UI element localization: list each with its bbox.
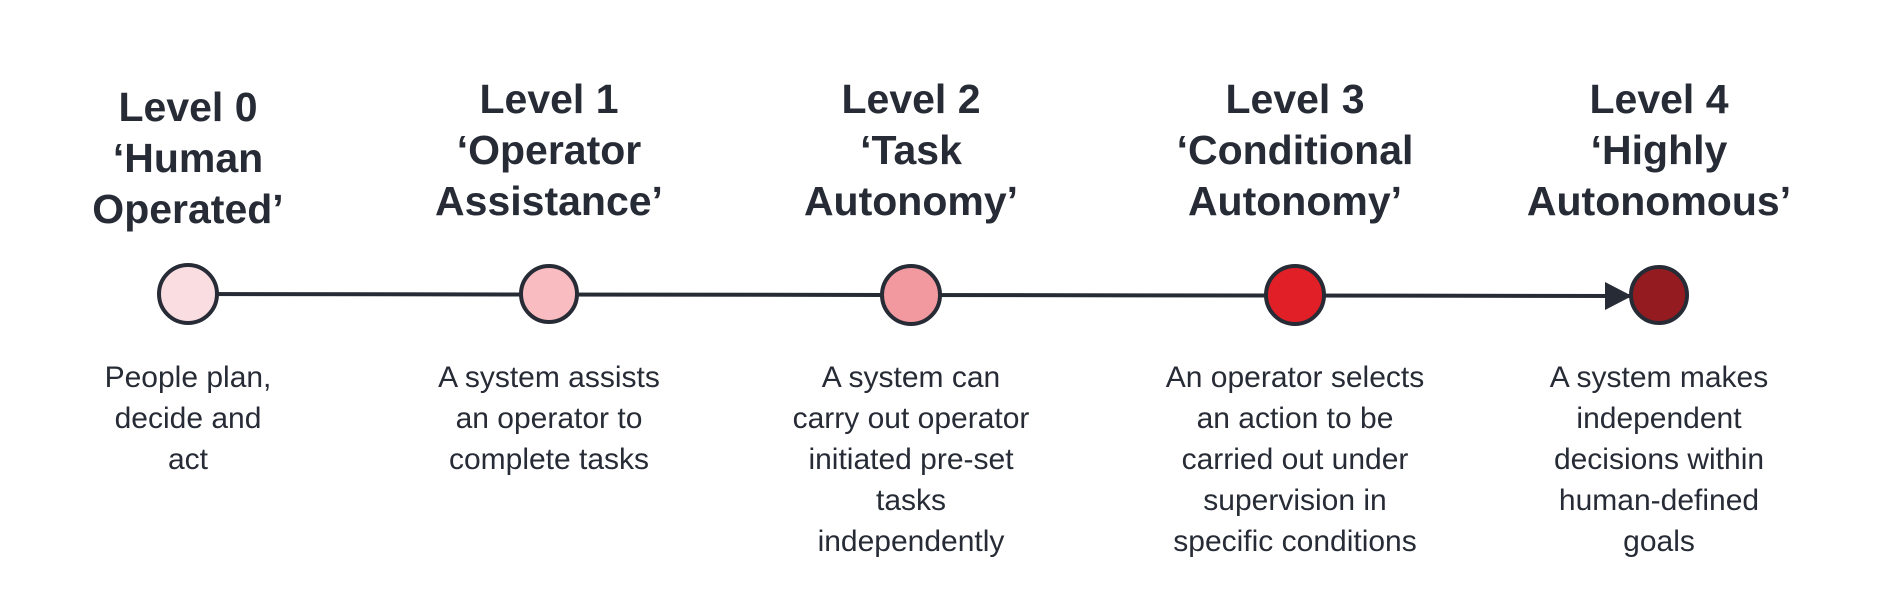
- desc-line: goals: [1623, 525, 1695, 558]
- title-line: Autonomy’: [803, 178, 1019, 224]
- desc-line: tasks: [875, 484, 947, 517]
- title-line: Assistance’: [435, 178, 663, 224]
- title-line: Level 3: [1225, 76, 1365, 122]
- desc-line: act: [167, 443, 209, 476]
- title-line: Autonomous’: [1526, 178, 1792, 224]
- level-description: A system assists an operator to complete…: [389, 357, 709, 480]
- desc-line: A system makes: [1549, 361, 1769, 394]
- desc-line: specific conditions: [1173, 525, 1417, 558]
- level-title: Level 0 ‘Human Operated’: [28, 82, 348, 235]
- desc-line: decisions within: [1553, 443, 1765, 476]
- desc-line: an action to be: [1196, 402, 1394, 435]
- level-title: Level 3 ‘Conditional Autonomy’: [1135, 74, 1455, 227]
- node-level-3: [1264, 264, 1326, 326]
- desc-line: An operator selects: [1165, 361, 1425, 394]
- desc-line: carried out under: [1181, 443, 1409, 476]
- title-line: ‘Highly: [1590, 127, 1728, 173]
- desc-line: complete tasks: [448, 443, 650, 476]
- title-line: Autonomy’: [1187, 178, 1403, 224]
- title-line: Level 4: [1589, 76, 1729, 122]
- desc-line: initiated pre-set: [808, 443, 1014, 476]
- node-level-4: [1629, 265, 1689, 325]
- level-description: A system can carry out operator initiate…: [751, 357, 1071, 562]
- level-title: Level 4 ‘Highly Autonomous’: [1499, 74, 1819, 227]
- level-description: People plan, decide and act: [28, 357, 348, 480]
- desc-line: carry out operator: [792, 402, 1030, 435]
- timeline-arrowhead: [1605, 282, 1632, 310]
- desc-line: A system assists: [438, 361, 660, 394]
- desc-line: decide and: [114, 402, 262, 435]
- desc-line: human-defined: [1558, 484, 1760, 517]
- title-line: ‘Task: [860, 127, 962, 173]
- level-description: An operator selects an action to be carr…: [1135, 357, 1455, 562]
- desc-line: People plan,: [104, 361, 272, 394]
- level-title: Level 1 ‘Operator Assistance’: [389, 74, 709, 227]
- level-description: A system makes independent decisions wit…: [1499, 357, 1819, 562]
- title-line: ‘Operator: [456, 127, 642, 173]
- desc-line: A system can: [821, 361, 1001, 394]
- node-level-1: [519, 264, 579, 324]
- node-level-0: [157, 263, 219, 325]
- desc-line: an operator to: [455, 402, 643, 435]
- title-line: Level 1: [479, 76, 619, 122]
- desc-line: supervision in: [1203, 484, 1387, 517]
- desc-line: independent: [1576, 402, 1742, 435]
- title-line: Level 2: [841, 76, 981, 122]
- title-line: ‘Conditional: [1176, 127, 1414, 173]
- title-line: Operated’: [92, 186, 284, 232]
- title-line: Level 0: [118, 84, 258, 130]
- node-level-2: [880, 264, 942, 326]
- title-line: ‘Human: [112, 135, 264, 181]
- desc-line: independently: [817, 525, 1005, 558]
- level-title: Level 2 ‘Task Autonomy’: [751, 74, 1071, 227]
